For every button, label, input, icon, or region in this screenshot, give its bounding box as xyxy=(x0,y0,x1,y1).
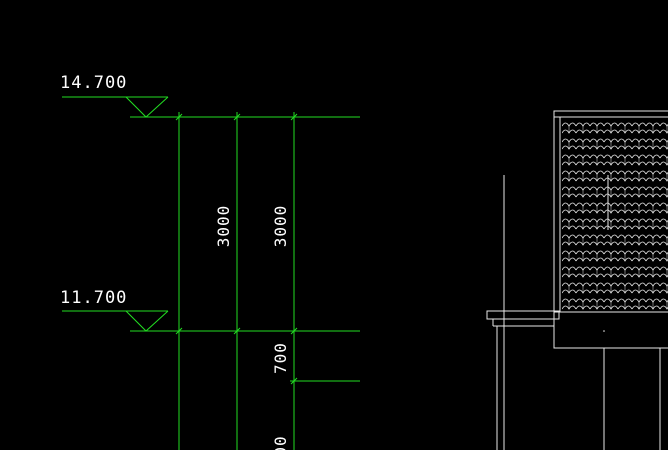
elevation-label-upper: 14.700 xyxy=(60,73,127,93)
elevation-label-lower: 11.700 xyxy=(60,288,127,308)
elevation-mark-upper: 14.700 xyxy=(60,73,169,118)
dimension-ticks xyxy=(175,113,298,385)
elevation-mark-lower: 11.700 xyxy=(60,288,169,332)
building-elevation xyxy=(486,110,668,450)
elevation-triangle-lower xyxy=(125,310,169,332)
elevation-triangle-upper xyxy=(125,96,169,118)
roof-tile-hatch xyxy=(562,119,668,311)
reference-dot xyxy=(603,330,605,332)
dimension-text-bottom-partial: 00 xyxy=(271,435,290,450)
dimension-text-lower-right: 700 xyxy=(271,342,290,374)
dimension-text-upper-left: 3000 xyxy=(214,205,233,248)
cornice-ledge xyxy=(486,310,560,320)
dimension-text-upper-right: 3000 xyxy=(271,205,290,248)
